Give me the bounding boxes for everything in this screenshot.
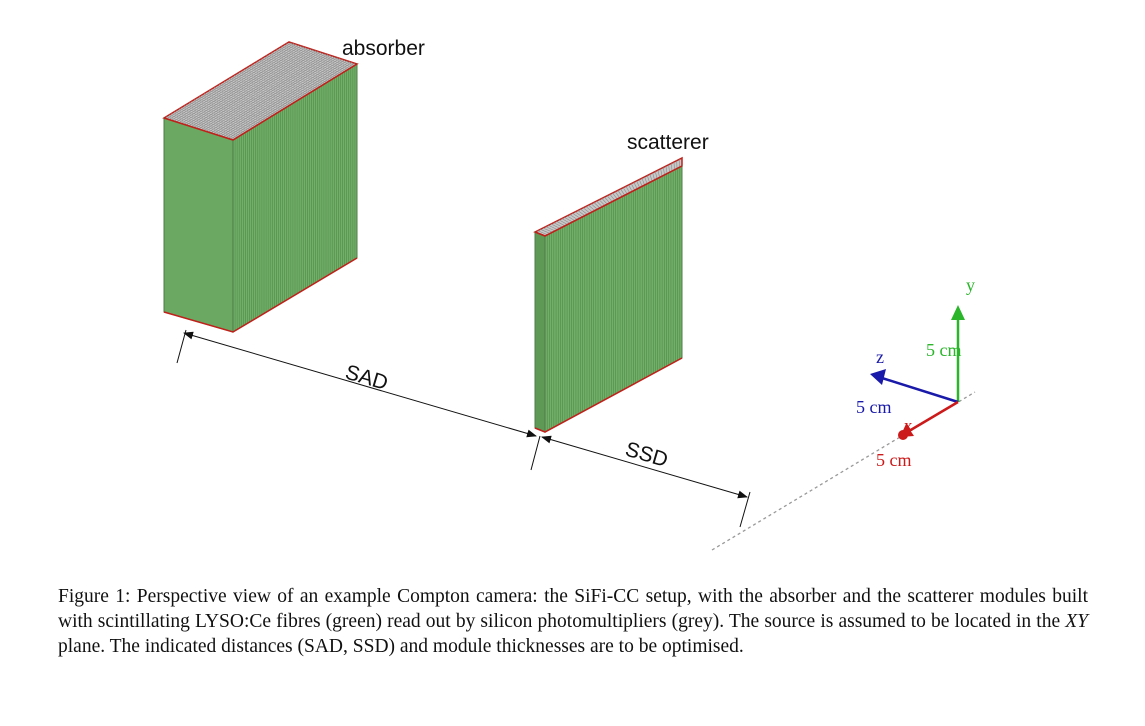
absorber-top-stripes	[166, 42, 355, 140]
caption-plane: XY	[1065, 611, 1088, 632]
absorber-front-face	[163, 117, 234, 333]
coordinate-axes: y 5 cm z 5 cm x 5 cm	[856, 275, 975, 470]
y-axis-length: 5 cm	[926, 340, 962, 360]
caption-prefix: Figure 1: Perspective view of an example…	[58, 586, 1088, 632]
x-axis-length: 5 cm	[876, 450, 912, 470]
z-axis-length: 5 cm	[856, 397, 892, 417]
z-axis	[881, 376, 959, 404]
caption-suffix: plane. The indicated distances (SAD, SSD…	[58, 636, 744, 657]
scatterer-side-stripes	[546, 167, 681, 431]
y-axis-name: y	[966, 275, 975, 295]
absorber-label: absorber	[342, 37, 425, 60]
absorber-module	[162, 41, 359, 333]
scatterer-module	[533, 156, 683, 433]
x-axis-name: x	[904, 416, 913, 435]
figure-caption: Figure 1: Perspective view of an example…	[58, 584, 1088, 659]
x-axis	[908, 400, 959, 433]
scatterer-label: scatterer	[627, 131, 709, 154]
sad-dimension: SAD	[176, 329, 541, 471]
scatterer-top-stripes	[537, 159, 680, 236]
compton-camera-figure: absorber scatterer SAD SSD y 5 cm z 5 cm…	[162, 37, 976, 551]
z-axis-name: z	[876, 347, 884, 367]
y-axis-arrow-icon	[951, 305, 965, 320]
z-axis-arrow-icon	[870, 369, 886, 385]
sad-label: SAD	[343, 361, 391, 395]
ssd-dimension: SSD	[541, 435, 751, 528]
scatterer-front-face	[534, 231, 546, 433]
absorber-side-stripes	[234, 65, 356, 331]
ssd-label: SSD	[623, 438, 671, 472]
